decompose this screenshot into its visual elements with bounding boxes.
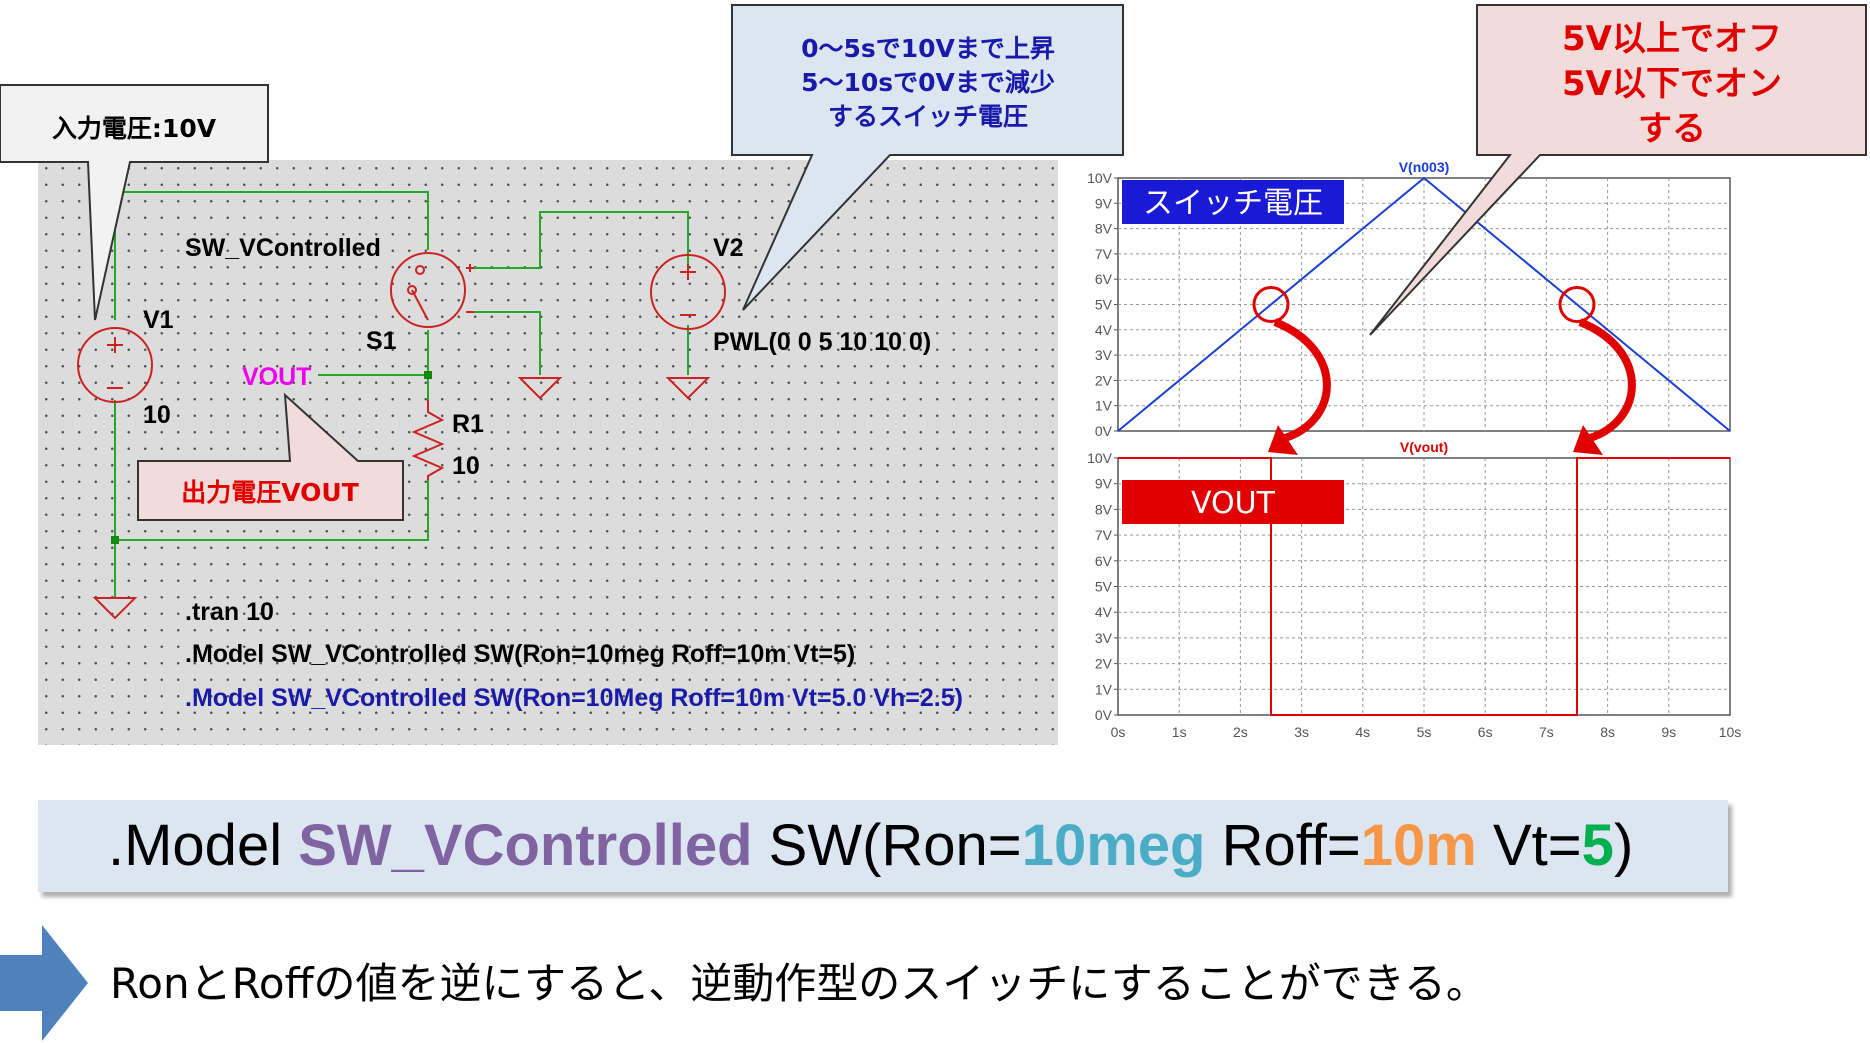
banner-mid2: Roff= — [1205, 813, 1361, 878]
y-tick-label: 8V — [1095, 221, 1113, 237]
resistor-r1 — [411, 400, 445, 480]
conclusion-text: RonとRoffの値を逆にすると、逆動作型のスイッチにすることができる。 — [110, 959, 1488, 1008]
ground-symbol — [665, 377, 711, 400]
legend-box — [1122, 180, 1344, 224]
x-tick-label: 10s — [1719, 724, 1742, 740]
callout-input-voltage-text: 入力電圧:10V — [52, 114, 217, 143]
banner-ron: 10meg — [1021, 813, 1206, 878]
y-tick-label: 9V — [1095, 195, 1113, 211]
x-tick-label: 7s — [1539, 724, 1554, 740]
waveform-plots: 0V 1V 2V 3V 4V 5V 6V 7V 8V 9V 10V V(n003) スイッチ電圧 0V 1V… — [1087, 159, 1741, 740]
junction-dot — [111, 536, 119, 544]
banner-mid3: Vt= — [1476, 813, 1582, 878]
x-tick-label: 8s — [1600, 724, 1615, 740]
junction-dot — [424, 371, 432, 379]
callout-switch-condition-line2: 5V以下でオン — [1562, 64, 1782, 104]
crossing-marker-circle — [1558, 286, 1596, 323]
x-tick-label: 2s — [1233, 724, 1248, 740]
curved-arrow-head-icon — [1268, 425, 1298, 455]
y-tick-label: 2V — [1095, 372, 1113, 388]
callout-output-voltage-text: 出力電圧VOUT — [181, 478, 359, 507]
y-tick-label: 4V — [1095, 322, 1113, 338]
curved-arrow-head-icon — [1573, 425, 1603, 455]
switch-ref-label: S1 — [366, 327, 397, 355]
x-tick-label: 5s — [1417, 724, 1432, 740]
callout-switch-voltage-line3: するスイッチ電圧 — [828, 102, 1028, 131]
callout-switch-condition: 5V以上でオフ 5V以下でオン する — [1369, 4, 1867, 336]
y-tick-label: 1V — [1095, 681, 1113, 697]
resistor-ref-label: R1 — [452, 410, 484, 438]
callout-switch-voltage-line2: 5～10sで0Vまで減少 — [801, 68, 1055, 97]
banner-mid1: SW(Ron= — [752, 813, 1022, 878]
y-tick-label: 9V — [1095, 476, 1113, 492]
voltage-source-v1 — [77, 327, 153, 403]
callout-switch-condition-line1: 5V以上でオフ — [1562, 19, 1782, 59]
net-label-vout: VOUT — [242, 363, 311, 391]
schematic-wires — [114, 191, 689, 598]
source1-ref-label: V1 — [143, 306, 174, 334]
switch-model-label: SW_VControlled — [185, 234, 381, 262]
y-tick-label: 1V — [1095, 398, 1113, 414]
y-tick-label: 3V — [1095, 630, 1113, 646]
y-tick-label: 5V — [1095, 579, 1113, 595]
banner-suffix: ) — [1613, 813, 1634, 878]
x-tick-label: 4s — [1355, 724, 1370, 740]
callout-output-voltage: 出力電圧VOUT — [137, 392, 404, 521]
y-tick-label: 6V — [1095, 271, 1113, 287]
y-tick-label: 4V — [1095, 604, 1113, 620]
banner-prefix: .Model — [108, 813, 299, 878]
y-tick-label: 0V — [1095, 707, 1113, 723]
callout-input-voltage: 入力電圧:10V — [0, 84, 269, 321]
callout-switch-condition-line3: する — [1638, 109, 1706, 149]
series-line — [1117, 176, 1731, 432]
voltage-source-v2 — [650, 254, 726, 330]
banner-vt: 5 — [1581, 813, 1614, 878]
y-tick-label: 5V — [1095, 297, 1113, 313]
ground-symbol — [517, 377, 563, 400]
source2-value-label: PWL(0 0 5 10 10 0) — [713, 328, 931, 356]
callout-switch-voltage-line1: 0～5sで10Vまで上昇 — [801, 34, 1055, 63]
curved-arrow-icon — [1273, 318, 1331, 442]
legend-label: VOUT — [1191, 486, 1276, 521]
callout-switch-voltage: 0～5sで10Vまで上昇 5～10sで0Vまで減少 するスイッチ電圧 — [731, 4, 1124, 311]
directive-model-2: .Model SW_VControlled SW(Ron=10Meg Roff=… — [185, 684, 963, 712]
curved-arrow-icon — [1578, 318, 1636, 442]
legend-label: スイッチ電圧 — [1143, 186, 1323, 221]
y-tick-label: 3V — [1095, 347, 1113, 363]
source1-value-label: 10 — [143, 401, 171, 429]
x-tick-label: 1s — [1172, 724, 1187, 740]
ground-symbol — [92, 597, 138, 620]
plot-title: V(vout) — [1400, 439, 1448, 455]
model-banner: .Model SW_VControlled SW(Ron=10meg Roff=… — [38, 800, 1728, 892]
y-tick-label: 7V — [1095, 246, 1113, 262]
y-tick-label: 0V — [1095, 423, 1113, 439]
series-line — [1118, 457, 1730, 716]
legend-box — [1122, 480, 1344, 524]
banner-roff: 10m — [1360, 813, 1477, 878]
plot-title: V(n003) — [1399, 159, 1450, 175]
banner-model-name: SW_VControlled — [298, 813, 753, 878]
y-tick-label: 6V — [1095, 553, 1113, 569]
switch-s1 — [390, 252, 474, 328]
directive-tran: .tran 10 — [185, 598, 274, 626]
y-tick-label: 10V — [1087, 170, 1113, 186]
directive-model-1: .Model SW_VControlled SW(Ron=10meg Roff=… — [185, 640, 855, 668]
y-tick-label: 10V — [1087, 450, 1113, 466]
x-tick-label: 0s — [1111, 724, 1126, 740]
y-tick-label: 2V — [1095, 656, 1113, 672]
x-tick-label: 3s — [1294, 724, 1309, 740]
y-tick-label: 7V — [1095, 527, 1113, 543]
x-tick-label: 9s — [1661, 724, 1676, 740]
crossing-marker-circle — [1252, 286, 1290, 323]
schematic-canvas — [38, 160, 1058, 745]
x-tick-label: 6s — [1478, 724, 1493, 740]
right-arrow-icon — [0, 925, 88, 1041]
y-tick-label: 8V — [1095, 501, 1113, 517]
resistor-value-label: 10 — [452, 452, 480, 480]
source2-ref-label: V2 — [713, 234, 744, 262]
